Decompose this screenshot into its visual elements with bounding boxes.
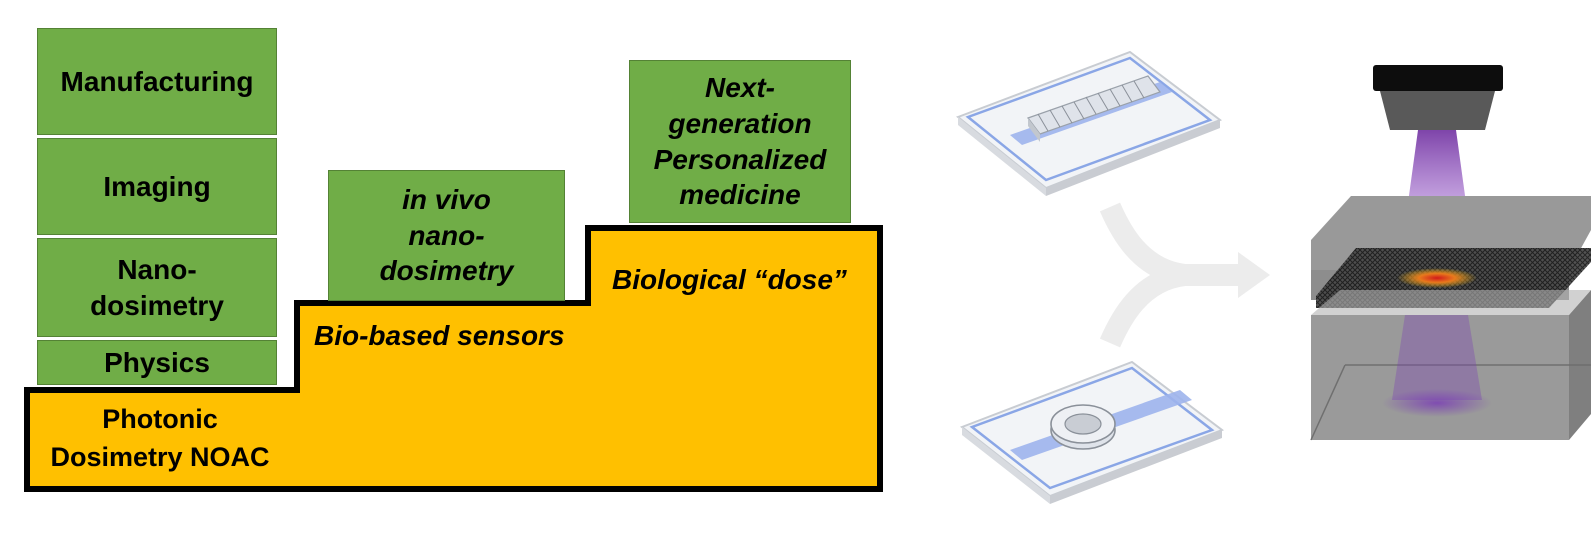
staircase-shape xyxy=(24,225,883,492)
stack-box-personalized-medicine: Next- generation Personalized medicine xyxy=(629,60,851,223)
step-label-biological-dose: Biological “dose” xyxy=(612,264,847,295)
microchip-ring-resonator xyxy=(959,360,1225,504)
stack-box-in-vivo-nano-dosimetry: in vivo nano- dosimetry xyxy=(328,170,565,301)
irradiation-phantom xyxy=(1310,65,1591,441)
merge-arrow xyxy=(1099,202,1240,348)
step-label-photonic-dosimetry: Photonic Dosimetry NOAC xyxy=(50,404,270,472)
stack-box-manufacturing: Manufacturing xyxy=(37,28,277,135)
microchip-waveguide-array xyxy=(956,50,1223,196)
step-label-bio-based-sensors: Bio-based sensors xyxy=(314,320,565,351)
stack-box-imaging: Imaging xyxy=(37,138,277,235)
stack-box-nano-dosimetry: Nano- dosimetry xyxy=(37,238,277,337)
stack-box-physics: Physics xyxy=(37,340,277,385)
